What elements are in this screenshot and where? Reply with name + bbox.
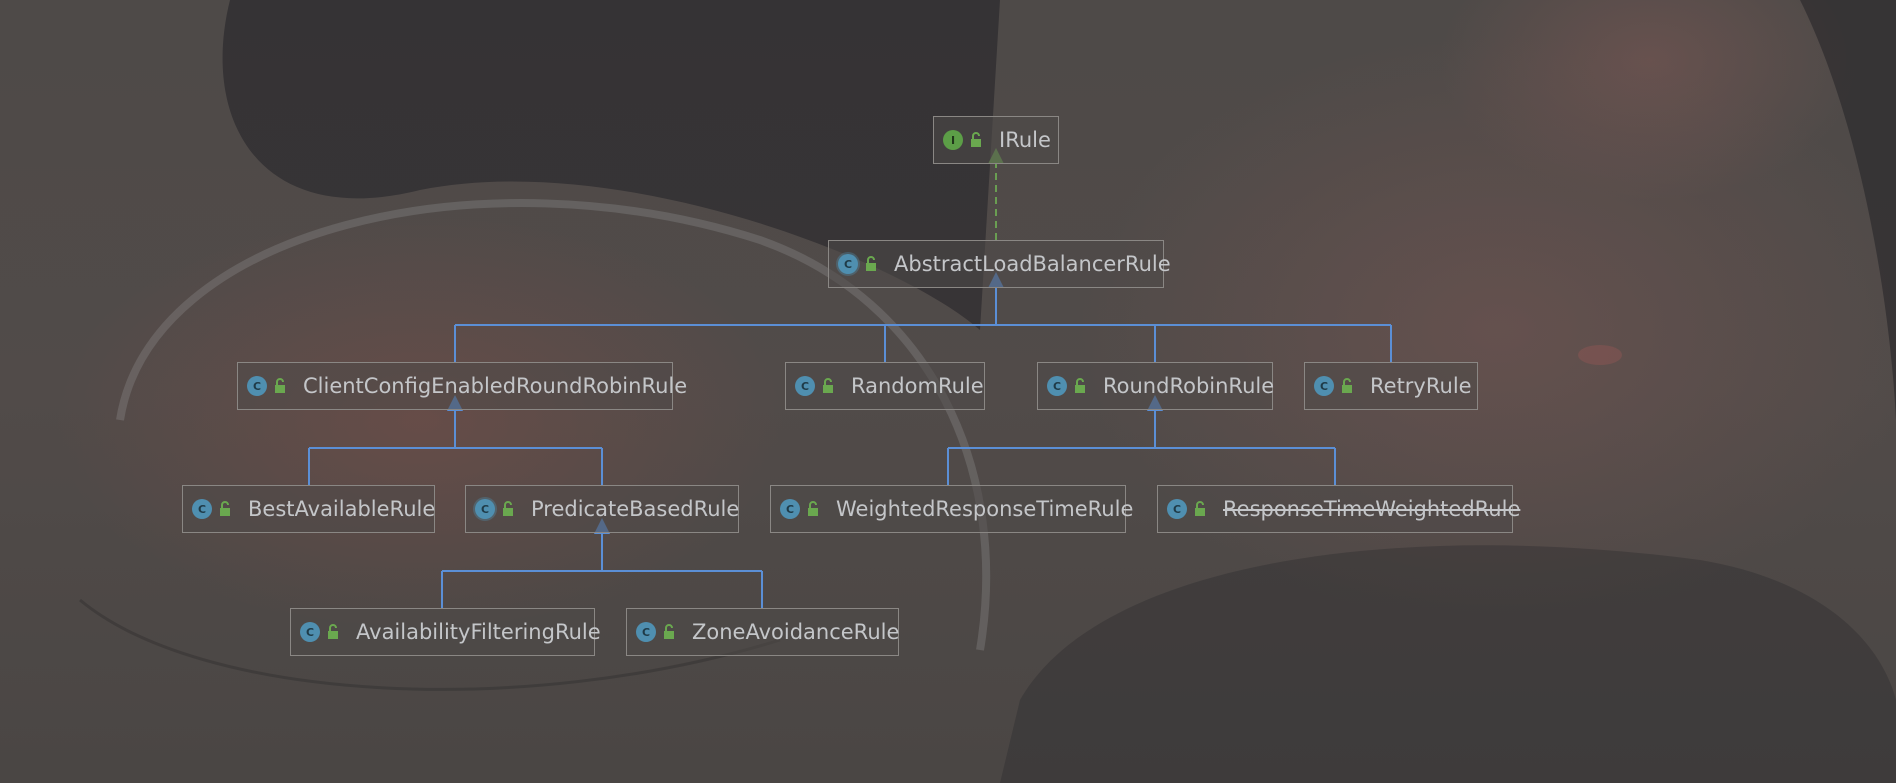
class-icon: C xyxy=(795,376,815,396)
class-icon: C xyxy=(1047,376,1067,396)
node-availability-filtering-rule[interactable]: C AvailabilityFilteringRule xyxy=(290,608,601,656)
public-lock-icon xyxy=(220,501,230,516)
edge-group-abstract-load-balancer-rule xyxy=(454,272,1392,362)
node-label: ZoneAvoidanceRule xyxy=(692,620,900,644)
node-label: PredicateBasedRule xyxy=(531,497,740,521)
class-icon: C xyxy=(636,622,656,642)
class-icon: C xyxy=(192,499,212,519)
node-random-rule[interactable]: C RandomRule xyxy=(785,362,985,410)
public-lock-icon xyxy=(1075,378,1085,393)
node-zone-avoidance-rule[interactable]: C ZoneAvoidanceRule xyxy=(626,608,899,656)
public-lock-icon xyxy=(971,132,981,147)
abstract-class-icon: C xyxy=(838,254,858,274)
public-lock-icon xyxy=(328,624,338,639)
public-lock-icon xyxy=(1195,501,1205,516)
node-best-available-rule[interactable]: C BestAvailableRule xyxy=(182,485,435,533)
node-label: RetryRule xyxy=(1370,374,1472,398)
node-irule[interactable]: I IRule xyxy=(933,116,1059,164)
node-label: AvailabilityFilteringRule xyxy=(356,620,601,644)
class-icon: C xyxy=(1314,376,1334,396)
class-icon: C xyxy=(300,622,320,642)
interface-icon: I xyxy=(943,130,963,150)
node-client-config-enabled-round-robin-rule[interactable]: C ClientConfigEnabledRoundRobinRule xyxy=(237,362,687,410)
class-icon: C xyxy=(1167,499,1187,519)
node-label-deprecated: ResponseTimeWeightedRule xyxy=(1223,497,1521,521)
node-label: IRule xyxy=(999,128,1051,152)
abstract-class-icon: C xyxy=(475,499,495,519)
node-abstract-load-balancer-rule[interactable]: C AbstractLoadBalancerRule xyxy=(828,240,1171,288)
public-lock-icon xyxy=(866,256,876,271)
class-icon: C xyxy=(780,499,800,519)
class-icon: C xyxy=(247,376,267,396)
node-label: RandomRule xyxy=(851,374,984,398)
public-lock-icon xyxy=(664,624,674,639)
node-round-robin-rule[interactable]: C RoundRobinRule xyxy=(1037,362,1275,410)
edge-group-round-robin-rule xyxy=(947,395,1336,485)
node-response-time-weighted-rule[interactable]: C ResponseTimeWeightedRule xyxy=(1157,485,1520,533)
node-label: WeightedResponseTimeRule xyxy=(836,497,1134,521)
node-label: RoundRobinRule xyxy=(1103,374,1275,398)
edge-group-predicate-based-rule xyxy=(441,518,763,608)
node-weighted-response-time-rule[interactable]: C WeightedResponseTimeRule xyxy=(770,485,1133,533)
public-lock-icon xyxy=(503,501,513,516)
public-lock-icon xyxy=(275,378,285,393)
public-lock-icon xyxy=(1342,378,1352,393)
node-label: BestAvailableRule xyxy=(248,497,436,521)
public-lock-icon xyxy=(808,501,818,516)
node-label: ClientConfigEnabledRoundRobinRule xyxy=(303,374,688,398)
node-label: AbstractLoadBalancerRule xyxy=(894,252,1171,276)
node-retry-rule[interactable]: C RetryRule xyxy=(1304,362,1478,410)
public-lock-icon xyxy=(823,378,833,393)
node-predicate-based-rule[interactable]: C PredicateBasedRule xyxy=(465,485,739,533)
edge-group-client-config-rule xyxy=(308,395,603,485)
